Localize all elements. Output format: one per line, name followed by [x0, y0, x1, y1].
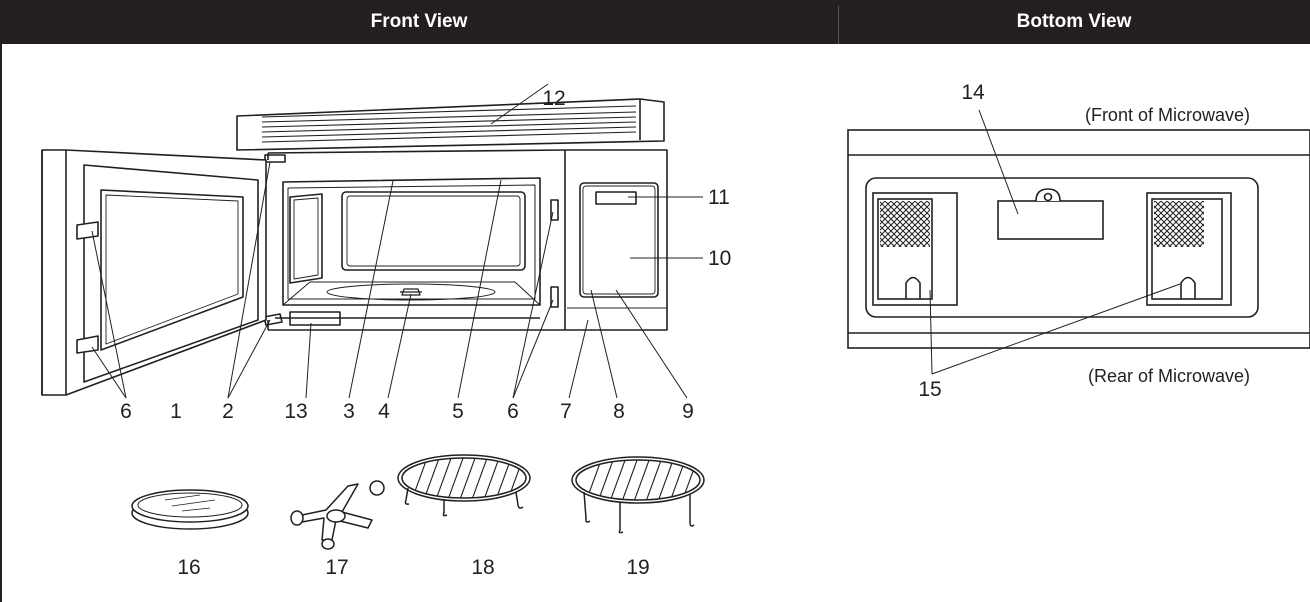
bottom-leaders [929, 109, 1181, 375]
label-10: 10 [708, 247, 731, 270]
caption-rear-of-microwave: (Rear of Microwave) [1088, 366, 1250, 386]
vent-grille [261, 105, 637, 143]
label-8: 8 [613, 400, 625, 423]
label-4: 4 [378, 400, 390, 423]
open-door [41, 149, 267, 396]
label-16: 16 [177, 556, 200, 579]
label-1: 1 [170, 400, 182, 423]
label-17: 17 [325, 556, 348, 579]
label-12: 12 [542, 87, 565, 110]
header-divider [838, 6, 839, 44]
accessory-labels: 16 17 18 19 [177, 556, 649, 579]
label-6-right: 6 [507, 400, 519, 423]
bottom-view-header: Bottom View [838, 0, 1310, 44]
label-3: 3 [343, 400, 355, 423]
label-6-left: 6 [120, 400, 132, 423]
front-labels: 12 11 10 6 1 2 13 3 4 5 6 7 8 9 [120, 87, 731, 423]
bottom-labels: 14 15 (Front of Microwave) (Rear of Micr… [918, 81, 1250, 401]
label-14: 14 [961, 81, 985, 104]
turntable-support [290, 480, 385, 550]
low-rack [397, 454, 531, 517]
leader-lines [91, 83, 703, 399]
label-19: 19 [626, 556, 649, 579]
front-view-header: Front View [0, 0, 838, 44]
label-9: 9 [682, 400, 694, 423]
microwave-bottom [847, 129, 1310, 349]
label-18: 18 [471, 556, 494, 579]
label-15: 15 [918, 378, 941, 401]
caption-front-of-microwave: (Front of Microwave) [1085, 105, 1250, 125]
label-11: 11 [708, 186, 730, 209]
microwave-front [236, 98, 668, 331]
label-13: 13 [284, 400, 307, 423]
label-5: 5 [452, 400, 464, 423]
label-2: 2 [222, 400, 234, 423]
left-border [0, 44, 2, 602]
glass-tray [131, 489, 249, 530]
high-rack [571, 456, 705, 534]
label-7: 7 [560, 400, 572, 423]
